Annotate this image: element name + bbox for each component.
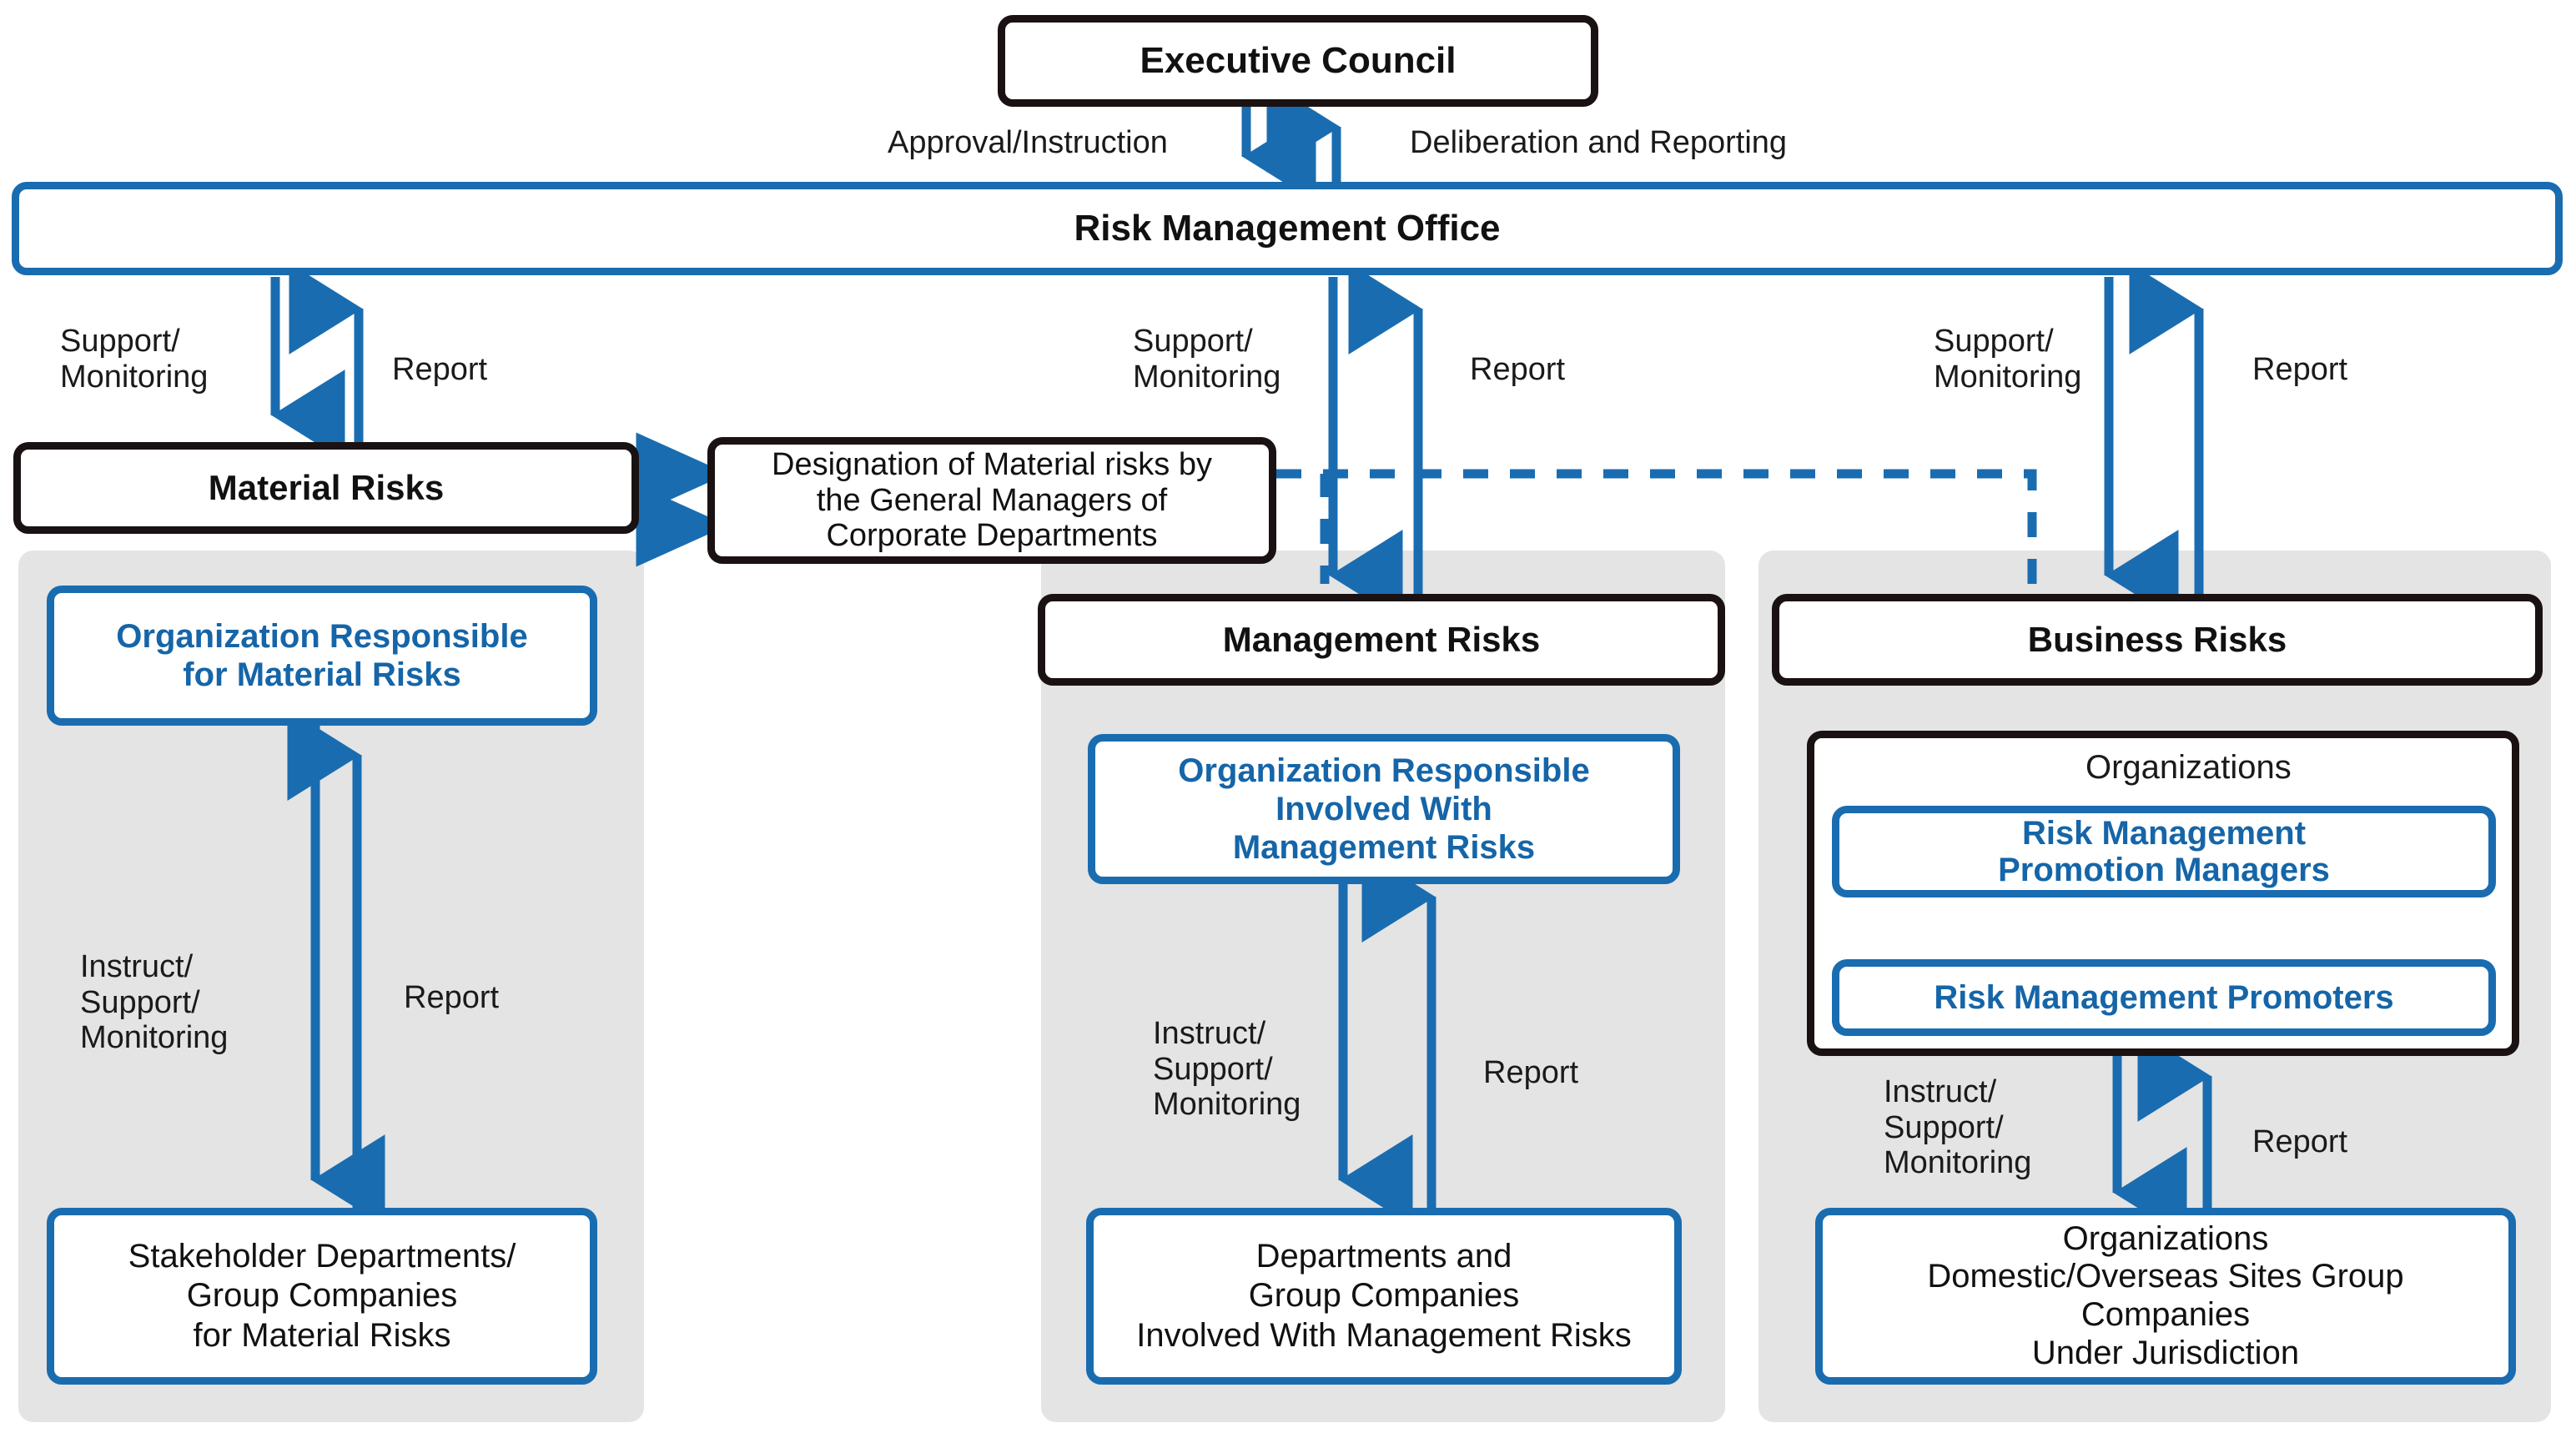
organizations-domestic-overseas-sites-label: Organizations Domestic/Overseas Sites Gr… (1927, 1219, 2404, 1371)
stakeholder-departments-material-risks-label: Stakeholder Departments/ Group Companies… (128, 1238, 516, 1354)
material-risks-header-box[interactable]: Material Risks (13, 442, 639, 534)
organizations-domestic-overseas-sites-box[interactable]: Organizations Domestic/Overseas Sites Gr… (1815, 1208, 2516, 1385)
risk-management-promoters-label: Risk Management Promoters (1934, 978, 2394, 1016)
organization-responsible-management-risks-label: Organization Responsible Involved With M… (1178, 752, 1590, 866)
designation-of-material-risks-box[interactable]: Designation of Material risks by the Gen… (707, 437, 1276, 564)
support-monitoring-label-management: Support/ Monitoring (1133, 324, 1281, 395)
report-label-business-bottom: Report (2252, 1124, 2348, 1159)
material-risks-header-label: Material Risks (208, 468, 445, 507)
report-label-management-bottom: Report (1483, 1055, 1579, 1090)
organization-responsible-material-risks-box[interactable]: Organization Responsible for Material Ri… (47, 586, 597, 726)
designation-note-label: Designation of Material risks by the Gen… (772, 447, 1212, 554)
report-label-management: Report (1470, 352, 1566, 387)
approval-instruction-label: Approval/Instruction (888, 125, 1168, 160)
stakeholder-departments-material-risks-box[interactable]: Stakeholder Departments/ Group Companies… (47, 1208, 597, 1385)
organization-responsible-management-risks-box[interactable]: Organization Responsible Involved With M… (1088, 734, 1680, 884)
management-risks-header-box[interactable]: Management Risks (1038, 594, 1725, 686)
business-risks-header-label: Business Risks (2027, 620, 2287, 659)
business-risks-header-box[interactable]: Business Risks (1772, 594, 2543, 686)
departments-group-companies-management-risks-label: Departments and Group Companies Involved… (1136, 1238, 1632, 1354)
support-monitoring-label-material: Support/ Monitoring (60, 324, 209, 395)
risk-management-office-box[interactable]: Risk Management Office (12, 182, 2563, 275)
executive-council-box[interactable]: Executive Council (998, 15, 1598, 107)
organization-responsible-material-risks-label: Organization Responsible for Material Ri… (116, 618, 528, 693)
executive-council-label: Executive Council (1140, 40, 1457, 81)
risk-management-office-label: Risk Management Office (1074, 208, 1501, 249)
management-risks-header-label: Management Risks (1222, 620, 1541, 659)
risk-management-promotion-managers-label: Risk Management Promotion Managers (1998, 815, 2330, 888)
instruct-support-monitoring-label-material: Instruct/ Support/ Monitoring (80, 949, 229, 1056)
organizations-label: Organizations (2085, 749, 2292, 786)
risk-management-promoters-box[interactable]: Risk Management Promoters (1832, 959, 2496, 1036)
report-label-material: Report (392, 352, 488, 387)
instruct-support-monitoring-label-business: Instruct/ Support/ Monitoring (1884, 1074, 2032, 1181)
departments-group-companies-management-risks-box[interactable]: Departments and Group Companies Involved… (1086, 1208, 1682, 1385)
report-label-material-bottom: Report (404, 980, 500, 1015)
deliberation-reporting-label: Deliberation and Reporting (1410, 125, 1788, 160)
support-monitoring-label-business: Support/ Monitoring (1934, 324, 2082, 395)
instruct-support-monitoring-label-management: Instruct/ Support/ Monitoring (1153, 1016, 1301, 1123)
risk-management-promotion-managers-box[interactable]: Risk Management Promotion Managers (1832, 806, 2496, 897)
report-label-business: Report (2252, 352, 2348, 387)
